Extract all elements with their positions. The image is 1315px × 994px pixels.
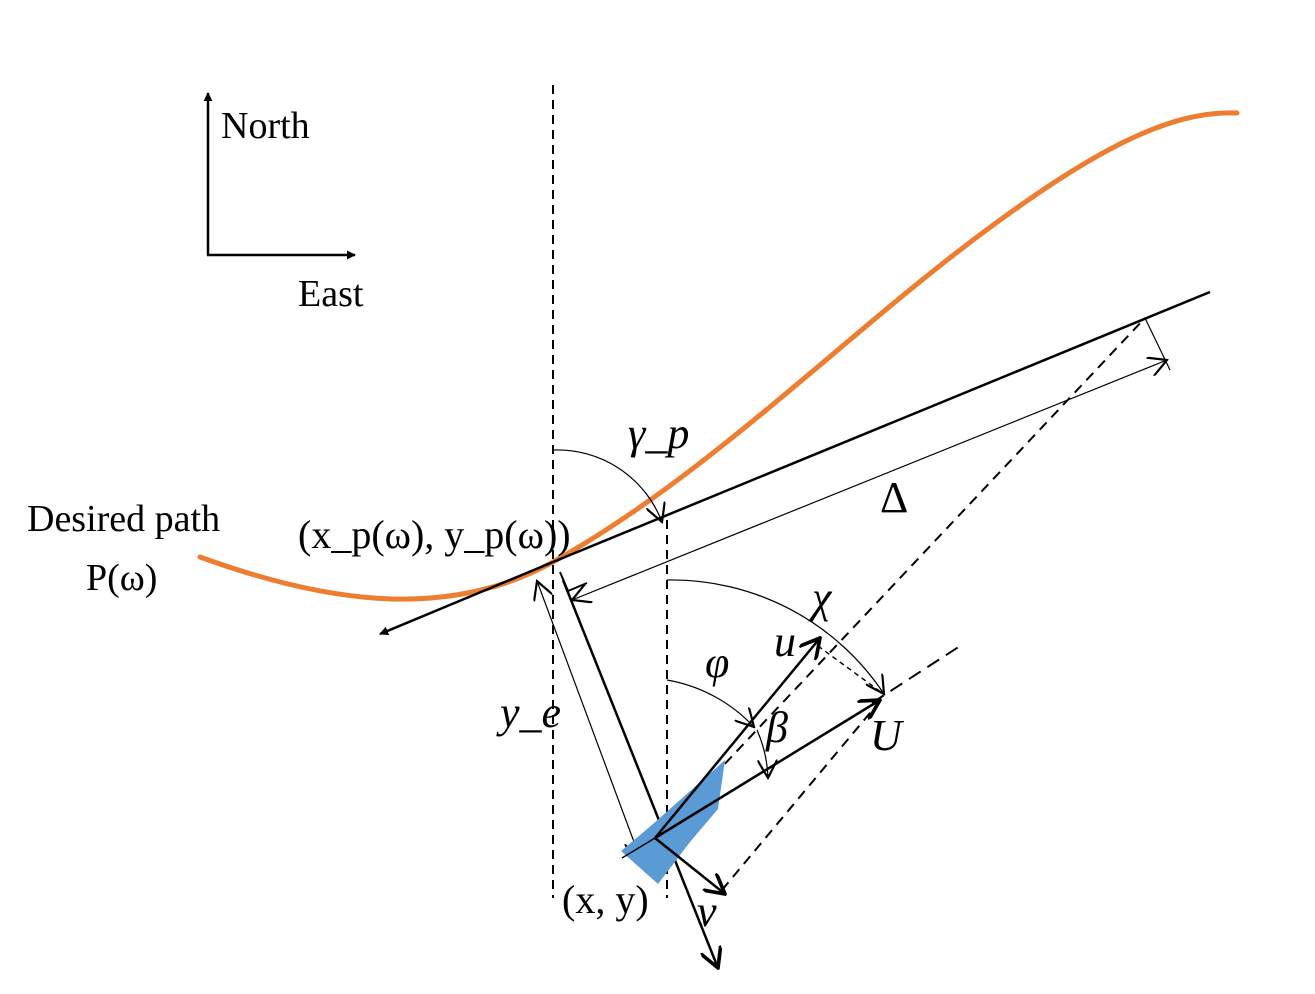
chi-symbol: χ (808, 573, 833, 622)
sway-symbol: v (697, 887, 717, 936)
phi-angle-arc (666, 679, 754, 727)
right-angle-marker (559, 571, 588, 593)
surge-velocity-vector (654, 638, 820, 839)
course-extension-line (871, 645, 961, 704)
velocity-dashed-u-to-U (817, 645, 886, 696)
path-tangent-backward-arrow (379, 560, 554, 636)
east-label: East (298, 273, 364, 315)
chi-angle-arc (666, 579, 884, 694)
cross-track-error-dimension (537, 581, 640, 858)
desired-path-title: Desired path (27, 498, 220, 540)
beta-symbol: β (765, 703, 788, 752)
north-label: North (221, 105, 310, 147)
phi-symbol: φ (705, 638, 729, 687)
lookahead-extension-tick (1144, 317, 1171, 371)
gamma-p-angle-arc (552, 449, 662, 522)
gamma-p-symbol: γ_p (628, 409, 689, 458)
sway-velocity-vector (654, 837, 725, 894)
compass: North East (203, 92, 364, 315)
vessel-hull (621, 760, 725, 884)
cross-track-error-symbol: y_e (496, 688, 561, 737)
total-velocity-symbol: U (870, 711, 905, 760)
surge-symbol: u (774, 617, 796, 666)
vessel-position-label: (x, y) (562, 877, 649, 922)
path-point-label: (x_p(ω), y_p(ω)) (298, 512, 571, 557)
velocity-dashed-v-to-U (721, 694, 886, 891)
lookahead-dashed-line (654, 317, 1146, 839)
beta-angle-arc (756, 729, 768, 778)
desired-path-function-label: P(ω) (86, 557, 157, 599)
lookahead-dimension (572, 360, 1167, 600)
vessel-heading-back-line (621, 837, 656, 859)
delta-symbol: Δ (880, 473, 908, 522)
